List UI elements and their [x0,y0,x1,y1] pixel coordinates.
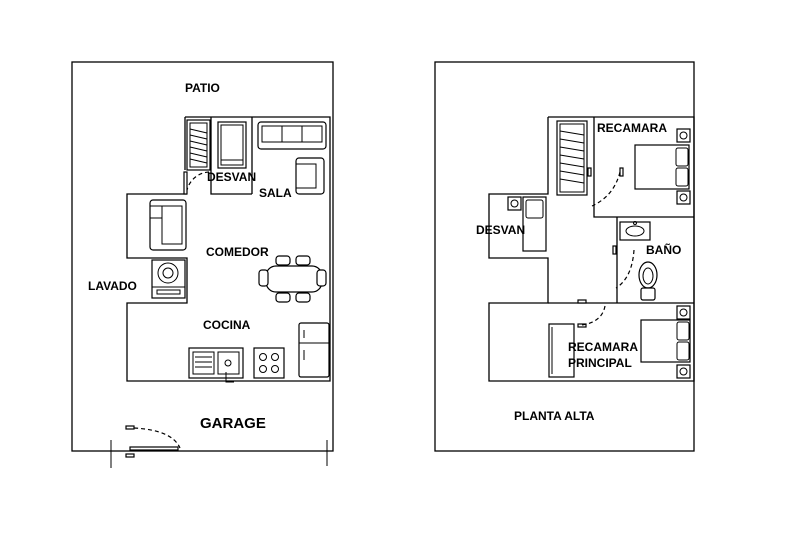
armchair-left-icon [149,199,187,251]
garage-door-icon [110,425,328,468]
recamara-principal-bed-icon [640,305,691,379]
closet-icon [556,120,588,196]
recamara-principal-wardrobe-icon [548,323,575,378]
sala-sofa-icon [257,121,327,150]
comedor-dining-table-icon [258,255,327,303]
cocina-sink-icon [188,347,244,383]
ground-floor-interior-walls [184,117,253,195]
room-label-sala: SALA [259,186,292,200]
recamara-door-icon [587,167,624,207]
desvan-bed-icon [507,196,547,252]
cocina-fridge-icon [298,322,330,378]
bano-door-icon [612,245,635,289]
room-label-recamara: RECAMARA [597,121,667,135]
cocina-stove-icon [253,347,285,379]
recamara-bed-icon [634,128,691,205]
room-label-patio: PATIO [185,81,220,95]
upper-floor-interior-walls [548,117,694,304]
bano-toilet-icon [638,261,658,301]
desvan-door-icon [183,171,210,195]
room-label-lavado: LAVADO [88,279,137,293]
upper-floor-plan: RECAMARA DESVAN BAÑO RECAMARA PRINCIPAL … [434,61,695,452]
bano-sink-icon [619,221,651,241]
ground-floor-lot-outline [71,61,334,452]
room-label-garage: GARAGE [200,415,266,432]
room-label-cocina: COCINA [203,318,251,332]
room-label-desvan-upper: DESVAN [476,223,525,237]
ground-floor-house-walls [126,116,331,382]
desvan-cabinet-icon [217,121,247,169]
room-label-recamara-principal-line2: PRINCIPAL [568,356,632,370]
ground-floor-plan: PATIO DESVAN SALA COMEDOR LAVADO COCINA … [71,61,334,468]
sala-armchair-icon [295,157,325,195]
room-label-bano: BAÑO [646,242,681,257]
floor-title-planta-alta: PLANTA ALTA [514,409,595,423]
room-label-desvan: DESVAN [207,170,256,184]
room-label-comedor: COMEDOR [206,245,269,259]
lavado-washer-icon [151,259,186,299]
recamara-principal-door-icon [577,299,606,328]
desvan-shelf-icon [186,119,211,171]
room-label-recamara-principal-line1: RECAMARA [568,340,638,354]
